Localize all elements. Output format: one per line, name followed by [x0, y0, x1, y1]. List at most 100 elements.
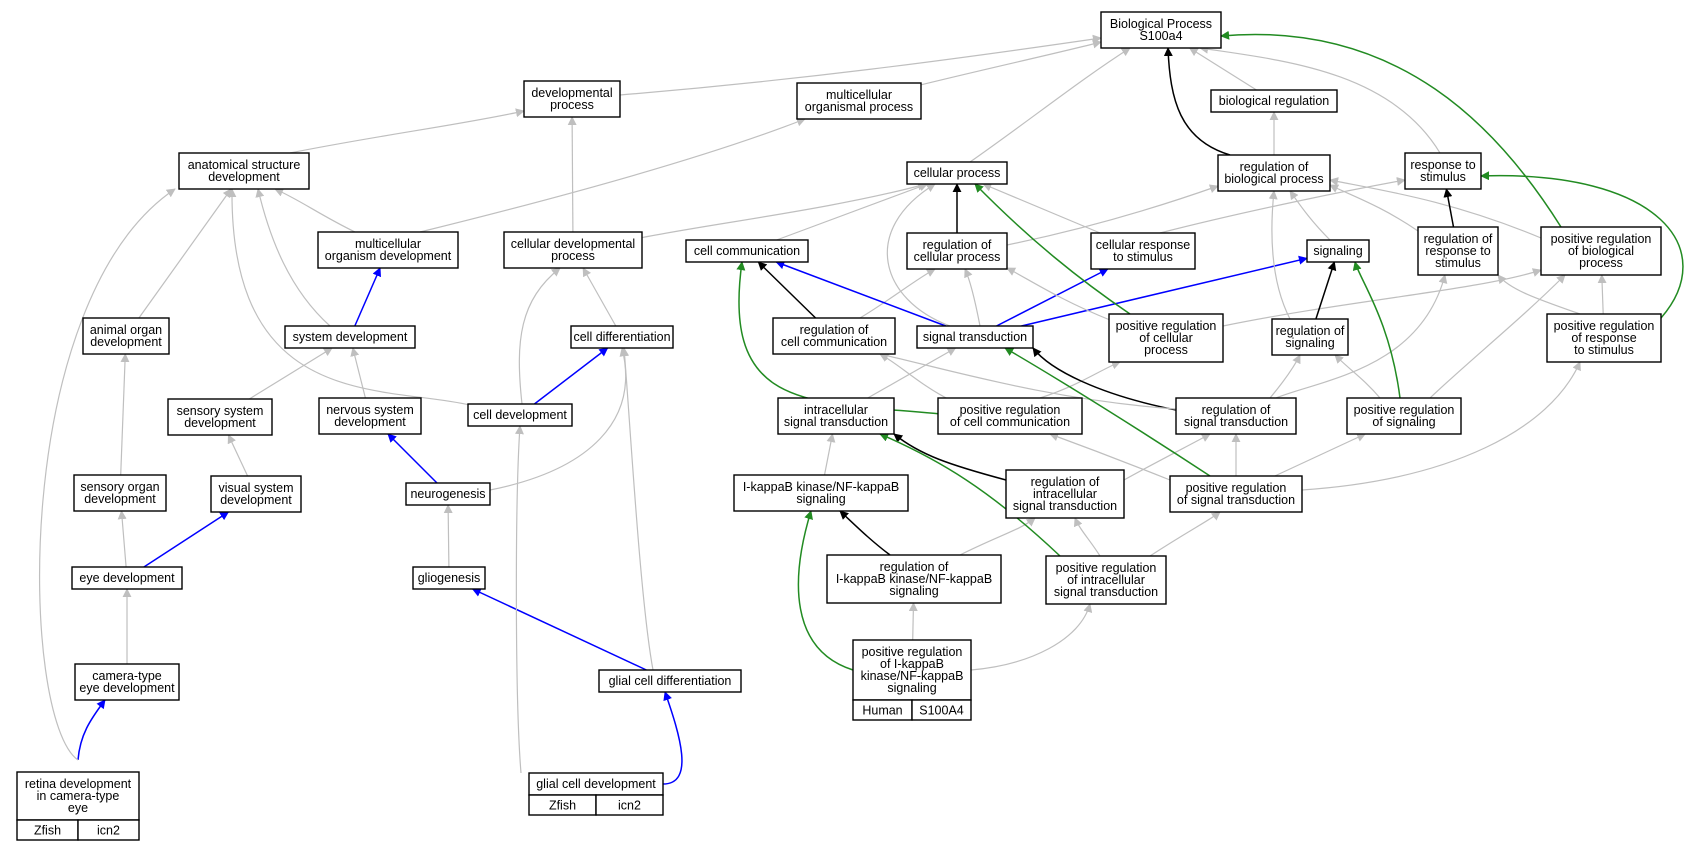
go-term-label-line: cell differentiation [573, 330, 670, 344]
go-term-label-line: process [551, 249, 595, 263]
go-term-cellcomm[interactable]: cell communication [685, 239, 809, 263]
annotation-tag-icn2: icn2 [595, 794, 664, 816]
edge-sysdev-to-multiorgdev [354, 267, 381, 327]
go-term-box [1175, 397, 1297, 435]
edges-layer [39, 30, 1684, 785]
edge-biolreg-to-bp [1188, 47, 1257, 91]
go-term-label-line: multicellular [826, 88, 892, 102]
go-term-box [178, 152, 310, 190]
edge-regikk-to-regintra [959, 517, 1036, 556]
go-term-label-line: process [1144, 343, 1188, 357]
go-term-box [733, 474, 909, 512]
edge-sigtrans-to-signaling [1021, 255, 1308, 327]
go-term-label-line: cell development [473, 408, 567, 422]
go-term-box [16, 771, 140, 821]
edge-sensorg-to-animorg [120, 353, 130, 476]
go-term-label-line: positive regulation [1116, 319, 1217, 333]
go-term-label-line: positive regulation [1056, 561, 1157, 575]
go-term-label-line: positive regulation [862, 645, 963, 659]
edge-regresp-to-resp [1443, 188, 1455, 228]
go-term-glialdiff[interactable]: glial cell differentiation [598, 669, 742, 693]
edge-regsigtrans-to-sigtrans [1032, 347, 1177, 411]
go-term-box [467, 403, 573, 427]
go-term-label-line: regulation of [1202, 403, 1271, 417]
go-term-label-line: development [220, 493, 292, 507]
go-term-eyedev[interactable]: eye development [71, 566, 183, 590]
edge-regikk-to-ikk [839, 510, 891, 556]
go-term-label-line: camera-type [92, 669, 162, 683]
go-term-label-line: biological process [1224, 172, 1323, 186]
go-term-label-line: of intracellular [1067, 573, 1145, 587]
go-term-box [1169, 475, 1303, 513]
go-term-sigtrans[interactable]: signal transduction [916, 325, 1034, 349]
go-term-label-line: eye development [79, 571, 175, 585]
annotation-tag-human: Human [852, 699, 913, 721]
go-term-cellproc[interactable]: cellular process [906, 161, 1008, 185]
edge-cellresp-to-cellproc [982, 182, 1101, 234]
go-term-gliog[interactable]: gliogenesis [412, 566, 486, 590]
go-term-label-line: regulation of [923, 238, 992, 252]
go-term-sysdev[interactable]: system development [284, 325, 416, 349]
go-term-box [318, 397, 422, 435]
go-term-box [937, 397, 1083, 435]
go-term-label-line: development [184, 416, 256, 430]
edge-posregintra-to-regintra [1073, 517, 1101, 557]
edge-posregintra-to-intrasig [879, 433, 1061, 557]
go-term-signaling[interactable]: signaling [1306, 239, 1370, 263]
edge-nervsys-to-sysdev [350, 347, 366, 399]
annotation-tag-icn2: icn2 [77, 819, 140, 841]
go-term-label-line: of response [1571, 331, 1636, 345]
go-term-label-line: signal transduction [923, 330, 1027, 344]
annotation-tag-zfish: Zfish [528, 794, 597, 816]
edge-devproc-to-bp [619, 34, 1102, 96]
go-term-neurog[interactable]: neurogenesis [405, 482, 491, 506]
go-term-celldiff[interactable]: cell differentiation [570, 325, 674, 349]
go-term-label-line: of signal transduction [1177, 493, 1295, 507]
go-term-celldev[interactable]: cell development [467, 403, 573, 427]
edge-posregcellcomm-to-posregcellproc [1039, 360, 1121, 399]
go-term-biolreg[interactable]: biological regulation [1210, 89, 1338, 113]
go-term-label-line: cell communication [694, 244, 800, 258]
edge-cellresp-to-resp [1159, 177, 1406, 234]
go-term-label-line: signal transduction [784, 415, 888, 429]
annotation-tag-label: Human [862, 704, 902, 718]
go-term-label-line: development [84, 492, 156, 506]
go-term-label-line: regulation of [800, 323, 869, 337]
edge-sysdev-to-anatdev [255, 188, 331, 327]
go-term-regikk[interactable]: regulation ofI-kappaB kinase/NF-kappaBsi… [826, 554, 1002, 604]
go-term-box [906, 232, 1008, 270]
